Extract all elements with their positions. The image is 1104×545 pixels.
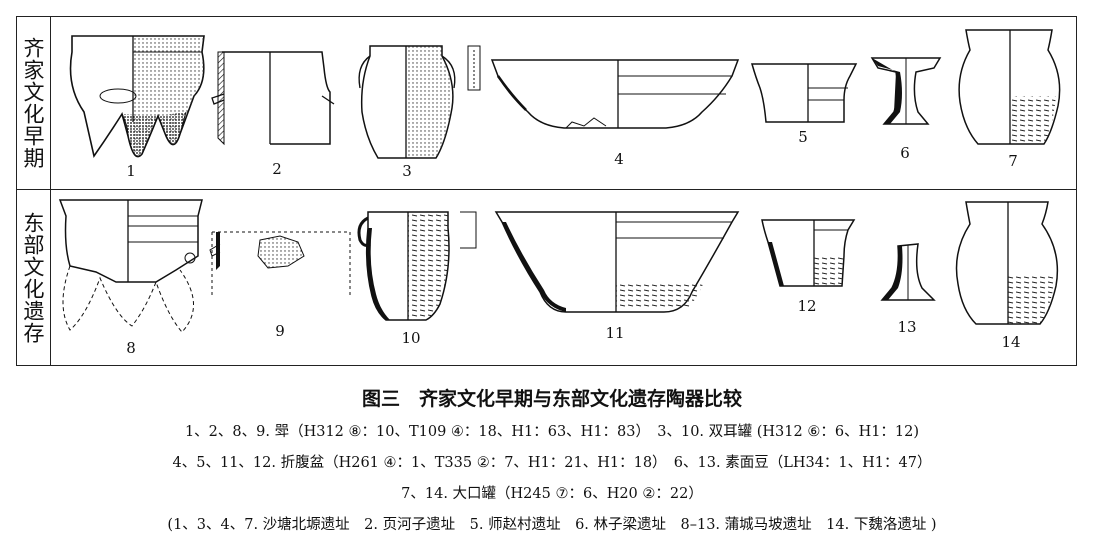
vessel-number-11: 11 (605, 324, 625, 342)
vessel-drawing-5 (751, 63, 858, 123)
vessel-number-8: 8 (126, 339, 136, 357)
vessel-drawing-9 (209, 231, 351, 298)
row-divider (16, 189, 1077, 190)
vessel-number-3: 3 (402, 162, 412, 180)
vessel-drawing-12 (761, 219, 856, 287)
vessel-drawing-8 (58, 199, 203, 333)
vessel-number-1: 1 (126, 162, 136, 180)
vessel-number-5: 5 (798, 128, 808, 146)
vessel-drawing-4 (490, 59, 740, 129)
caption-line-4: (1、3、4、7. 沙塘北塬遗址 2. 页河子遗址 5. 师赵村遗址 6. 林子… (167, 517, 937, 533)
vessel-drawing-1 (69, 35, 205, 158)
caption-line-2: 4、5、11、12. 折腹盆（H261 ④：1、T335 ②：7、H1：21、H… (172, 455, 932, 471)
vessel-drawing-6 (870, 57, 942, 125)
figure-frame (16, 16, 1077, 366)
vessel-drawing-10 (357, 211, 477, 321)
vessel-number-9: 9 (275, 322, 285, 340)
row-label-bottom: 东部文化遗存 (21, 211, 45, 344)
vessel-number-6: 6 (900, 144, 910, 162)
label-column-divider (50, 16, 51, 366)
caption-line-1: 1、2、8、9. 斝（H312 ⑧：10、T109 ④：18、H1：63、H1：… (184, 424, 920, 440)
vessel-number-10: 10 (401, 329, 421, 347)
row-label-top: 齐家文化早期 (21, 37, 45, 169)
vessel-number-2: 2 (272, 160, 282, 178)
vessel-drawing-3 (358, 45, 481, 159)
vessel-number-14: 14 (1001, 333, 1021, 351)
vessel-number-13: 13 (897, 318, 917, 336)
vessel-number-7: 7 (1008, 152, 1018, 170)
vessel-drawing-11 (494, 211, 740, 313)
vessel-number-12: 12 (797, 297, 817, 315)
vessel-number-4: 4 (614, 150, 624, 168)
vessel-drawing-14 (955, 201, 1059, 325)
vessel-drawing-13 (880, 243, 936, 301)
vessel-drawing-7 (958, 29, 1061, 145)
figure-caption-title: 图三 齐家文化早期与东部文化遗存陶器比较 (361, 388, 742, 410)
caption-line-3: 7、14. 大口罐（H245 ⑦：6、H20 ②：22） (401, 486, 703, 502)
vessel-drawing-2 (211, 51, 335, 146)
